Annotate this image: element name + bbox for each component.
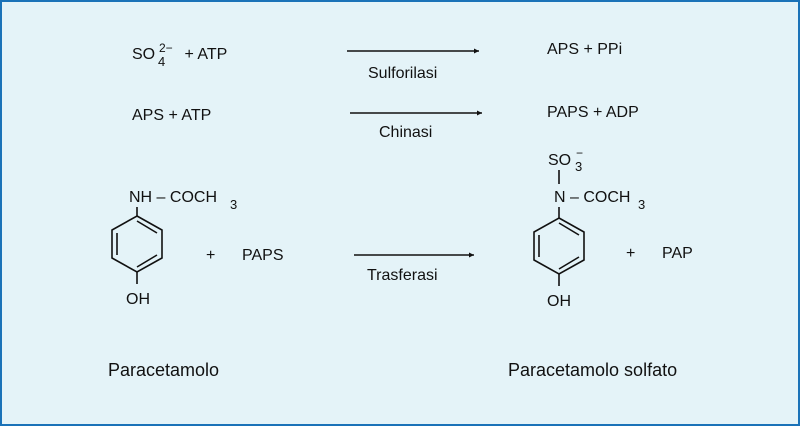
product-name: Paracetamolo solfato: [508, 360, 677, 380]
reactant-hydroxyl: OH: [126, 291, 150, 308]
product-benzene-ring: [533, 207, 585, 286]
reaction1-reactant-rest: + ATP: [180, 46, 227, 63]
reaction1-reactant-sup: 2−: [159, 41, 173, 55]
reaction2-enzyme: Chinasi: [379, 124, 432, 141]
reaction1-reactant-base: SO: [132, 46, 155, 63]
reaction2-products: PAPS + ADP: [547, 104, 639, 121]
plus-sign-1: +: [206, 247, 215, 264]
reactant-benzene-ring: [111, 207, 163, 284]
reaction2-reactants: APS + ATP: [132, 107, 211, 124]
product-sulfo-base: SO: [548, 152, 571, 169]
reaction3-enzyme: Trasferasi: [367, 267, 438, 284]
reactant-acetamido-sub: 3: [230, 197, 237, 212]
reaction1-products: APS + PPi: [547, 41, 622, 58]
reaction1-reactant-sub: 4: [158, 54, 165, 69]
cofactor-paps: PAPS: [242, 247, 284, 264]
reaction1-enzyme: Sulforilasi: [368, 65, 437, 82]
byproduct-pap: PAP: [662, 245, 693, 262]
product-sulfo-sub: 3: [575, 159, 582, 174]
reactant-acetamido-group: NH – COCH: [129, 189, 217, 206]
reactant-name: Paracetamolo: [108, 360, 219, 380]
product-acetamido-group: N – COCH: [554, 189, 630, 206]
plus-sign-2: +: [626, 245, 635, 262]
product-acetamido-sub: 3: [638, 197, 645, 212]
product-sulfo-sup: −: [576, 146, 583, 160]
product-hydroxyl: OH: [547, 293, 571, 310]
